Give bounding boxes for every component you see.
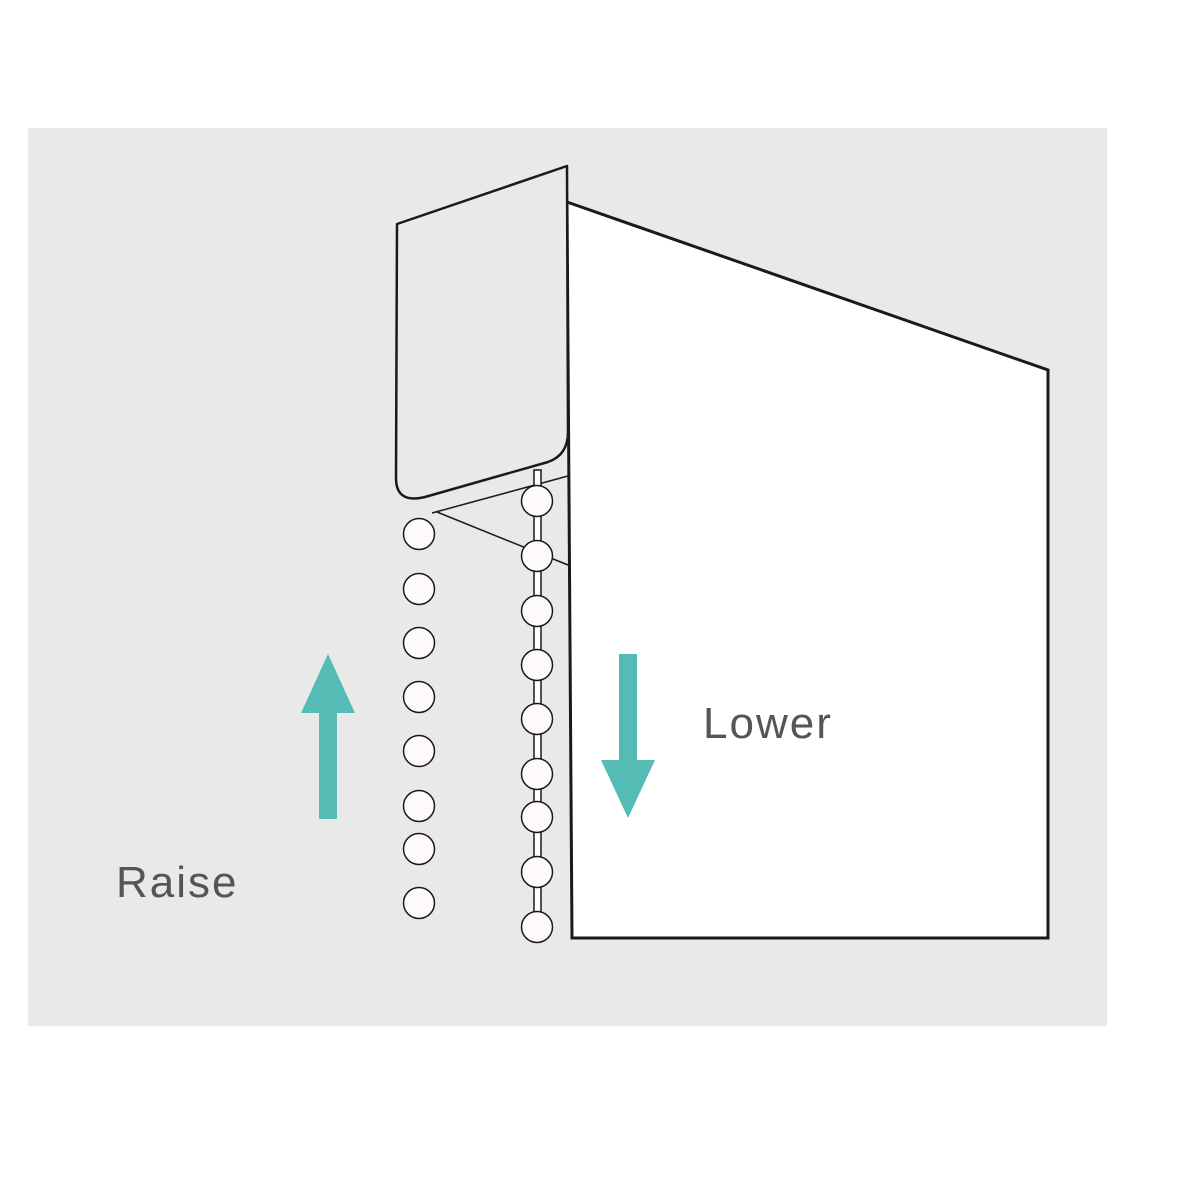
chain-bead: [520, 910, 554, 944]
chain-bead: [520, 484, 554, 518]
chain-bead: [402, 626, 436, 660]
arrow-down-icon: [601, 654, 655, 818]
chain-bead: [520, 800, 554, 834]
back-chain-beads: [402, 517, 436, 920]
chain-bead: [520, 855, 554, 889]
chain-guide-line: [431, 475, 569, 514]
raise-label: Raise: [116, 858, 239, 907]
chain-bead: [402, 832, 436, 866]
chain-bead: [402, 680, 436, 714]
front-chain-beads: [520, 484, 554, 944]
chain-bead: [520, 757, 554, 791]
chain-bead: [402, 789, 436, 823]
chain-bead: [402, 734, 436, 768]
chain-bead: [520, 702, 554, 736]
lower-label: Lower: [703, 699, 833, 748]
arrow-up-icon: [301, 654, 355, 819]
chain-bead: [402, 572, 436, 606]
chain-bead: [520, 539, 554, 573]
chain-bead: [520, 648, 554, 682]
blind-fabric: [565, 199, 1050, 940]
chain-bead: [402, 886, 436, 920]
chain-bead: [402, 517, 436, 551]
cassette-headrail: [394, 164, 570, 500]
chain-bead: [520, 594, 554, 628]
